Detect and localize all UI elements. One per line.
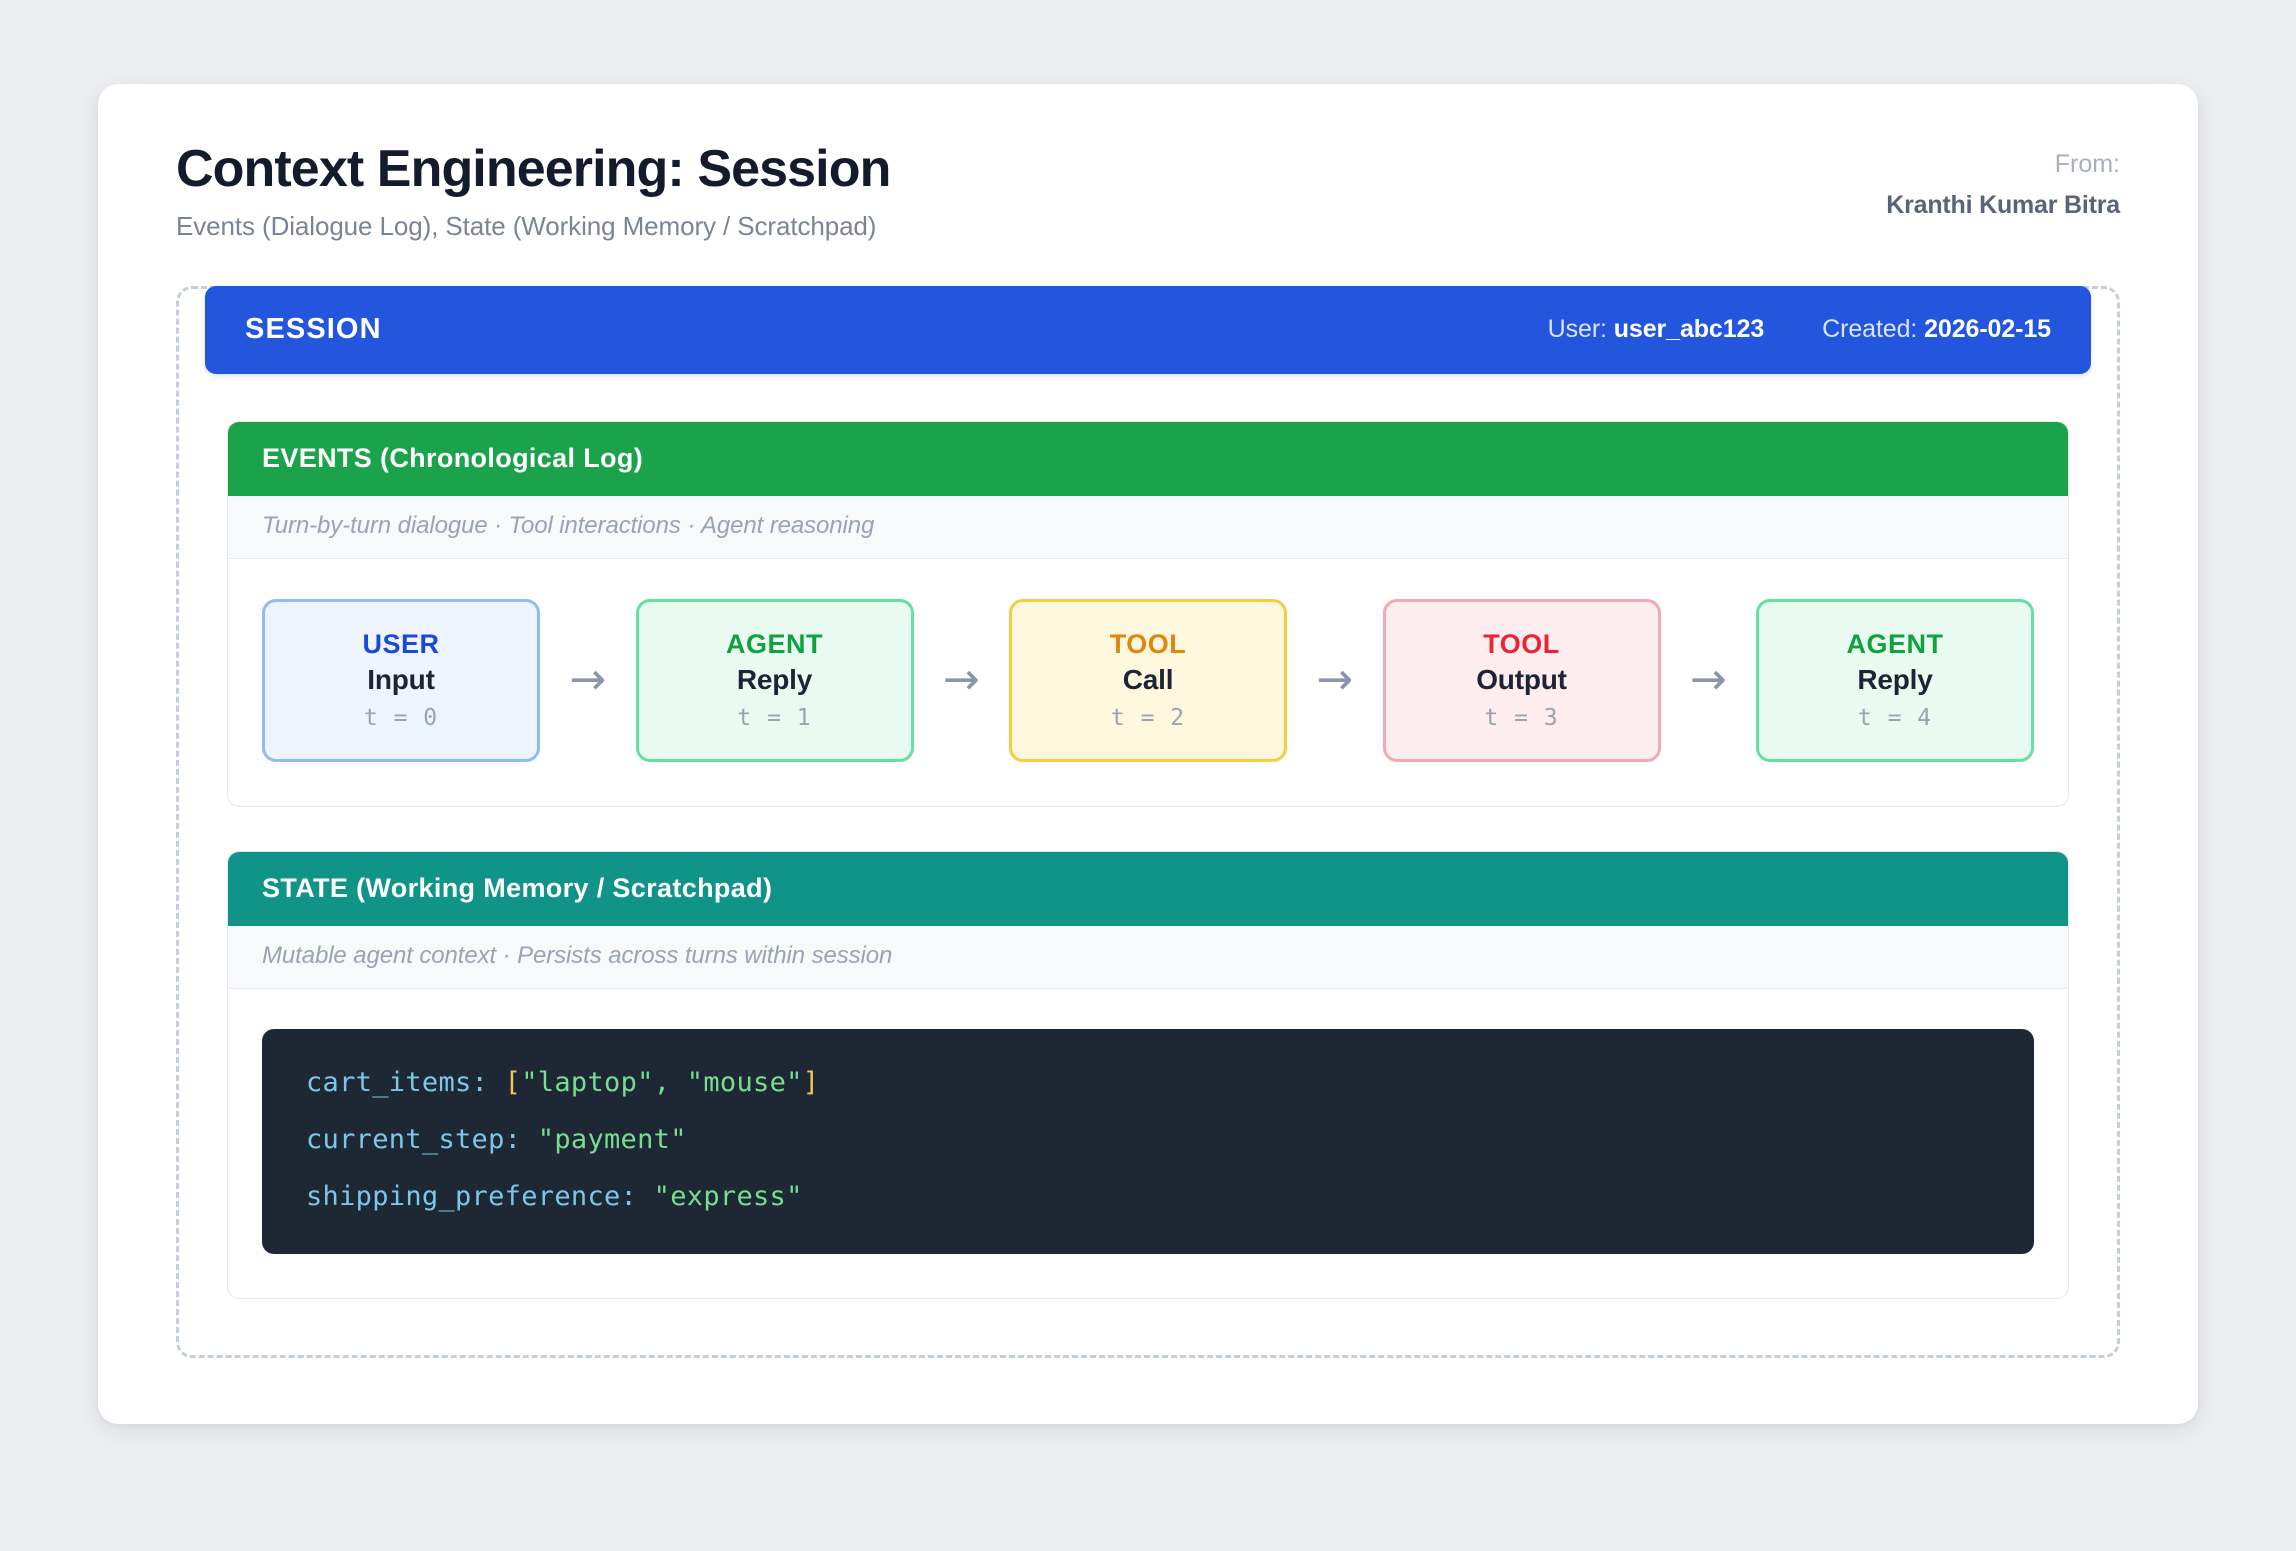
- event-node[interactable]: TOOL Output t = 3: [1382, 598, 1661, 762]
- event-node-timestep: t = 2: [1110, 705, 1186, 732]
- events-panel-body: USER Input t = 0 → AGENT Reply t = 1 → TOOL Call t…: [228, 559, 2068, 806]
- event-node-kind: Input: [367, 664, 435, 696]
- state-value-string: "laptop": [521, 1066, 654, 1098]
- state-key: shipping_preference:: [306, 1180, 654, 1212]
- flow-arrow-icon: →: [1316, 654, 1354, 706]
- from-label: From:: [2054, 150, 2120, 178]
- flow-arrow-icon: →: [942, 654, 980, 706]
- session-header-bar: SESSION User: user_abc123 Created: 2026-…: [205, 285, 2091, 374]
- main-card: Context Engineering: Session Events (Dia…: [98, 84, 2198, 1424]
- flow-arrow-icon: →: [1689, 654, 1727, 706]
- header-text-group: Context Engineering: Session Events (Dia…: [176, 140, 891, 242]
- session-title: SESSION: [245, 313, 382, 346]
- session-user-value: user_abc123: [1613, 315, 1765, 344]
- state-code-block: cart_items: ["laptop", "mouse"] current_s…: [262, 1028, 2034, 1254]
- author-block: From: Kranthi Kumar Bitra: [1886, 142, 2120, 220]
- state-bracket-open: [: [504, 1066, 522, 1098]
- event-node-role: TOOL: [1483, 629, 1560, 660]
- state-code-line: cart_items: ["laptop", "mouse"]: [306, 1069, 1990, 1096]
- event-node-kind: Call: [1122, 664, 1174, 696]
- state-value-string: "express": [653, 1180, 803, 1212]
- state-value-string: "mouse": [670, 1066, 803, 1098]
- event-node-kind: Output: [1476, 664, 1567, 696]
- event-node[interactable]: AGENT Reply t = 1: [635, 598, 914, 762]
- event-node-timestep: t = 3: [1484, 705, 1559, 732]
- page-subtitle: Events (Dialogue Log), State (Working Me…: [176, 210, 877, 241]
- events-panel: EVENTS (Chronological Log) Turn-by-turn …: [227, 420, 2069, 807]
- session-user-label: User:: [1547, 315, 1607, 344]
- state-panel-body: cart_items: ["laptop", "mouse"] current_s…: [228, 989, 2068, 1298]
- event-node-role: USER: [362, 629, 440, 660]
- session-created: Created: 2026-02-15: [1822, 315, 2051, 344]
- session-meta: User: user_abc123 Created: 2026-02-15: [1548, 315, 2051, 344]
- session-container: SESSION User: user_abc123 Created: 2026-…: [176, 285, 2120, 1358]
- event-node[interactable]: USER Input t = 0: [262, 598, 540, 762]
- event-node-role: TOOL: [1109, 629, 1187, 660]
- state-value-string: "payment": [537, 1123, 687, 1155]
- state-panel: STATE (Working Memory / Scratchpad) Muta…: [227, 850, 2069, 1299]
- page-title: Context Engineering: Session: [176, 140, 891, 198]
- event-node-kind: Reply: [1857, 664, 1933, 696]
- state-panel-heading: STATE (Working Memory / Scratchpad): [228, 851, 2068, 926]
- session-created-value: 2026-02-15: [1924, 315, 2051, 344]
- event-node-role: AGENT: [1846, 629, 1944, 660]
- event-node[interactable]: AGENT Reply t = 4: [1756, 598, 2034, 762]
- events-panel-note: Turn-by-turn dialogue · Tool interaction…: [228, 495, 2068, 559]
- event-node-timestep: t = 0: [363, 705, 439, 732]
- event-flow: USER Input t = 0 → AGENT Reply t = 1 → TOOL Call t…: [262, 598, 2034, 762]
- event-node-kind: Reply: [736, 664, 813, 696]
- state-panel-note: Mutable agent context · Persists across …: [228, 925, 2068, 989]
- session-user: User: user_abc123: [1548, 315, 1765, 344]
- event-node-timestep: t = 4: [1857, 705, 1933, 732]
- state-code-line: current_step: "payment": [306, 1126, 1990, 1153]
- event-node[interactable]: TOOL Call t = 2: [1009, 598, 1287, 762]
- events-panel-heading: EVENTS (Chronological Log): [228, 421, 2068, 496]
- state-key: current_step:: [306, 1123, 538, 1155]
- state-comma: ,: [653, 1066, 671, 1098]
- event-node-role: AGENT: [726, 629, 823, 660]
- state-code-line: shipping_preference: "express": [306, 1183, 1990, 1210]
- flow-arrow-icon: →: [569, 654, 607, 706]
- page-header: Context Engineering: Session Events (Dia…: [176, 142, 2120, 268]
- state-key: cart_items:: [306, 1066, 505, 1098]
- author-name: Kranthi Kumar Bitra: [1886, 191, 2120, 219]
- state-bracket-close: ]: [802, 1066, 820, 1098]
- session-created-label: Created:: [1822, 315, 1918, 344]
- event-node-timestep: t = 1: [737, 705, 812, 732]
